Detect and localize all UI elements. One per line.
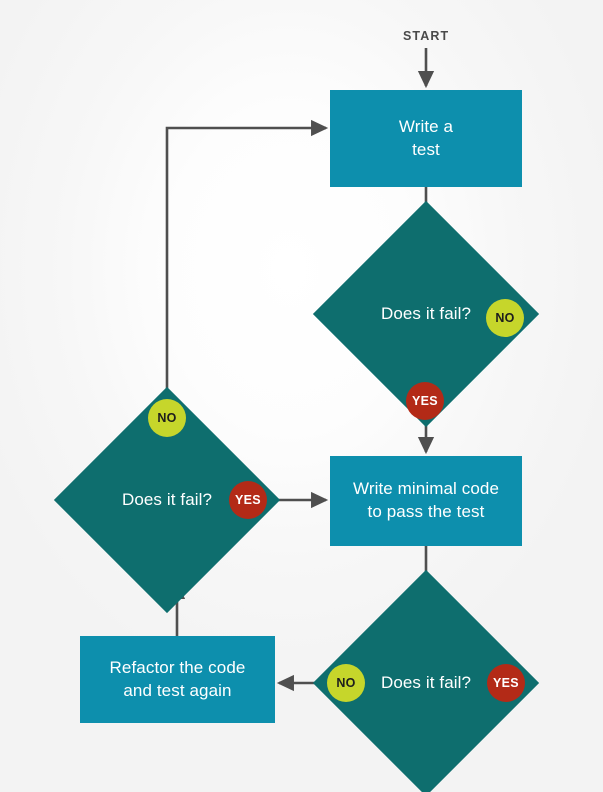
node-write-minimal-code-line-1: Write minimal code (352, 479, 500, 499)
node-write-minimal-code-line-2: to pass the test (367, 502, 485, 521)
edge-decision-2-no-to-write-test (165, 119, 329, 418)
badge-decision-3-no[interactable]: NO (327, 664, 365, 702)
node-refactor-line-1: Refactor the code (109, 657, 246, 677)
start-label: START (403, 29, 450, 43)
badge-decision-3-yes[interactable]: YES (487, 664, 525, 702)
badge-decision-1-no[interactable]: NO (486, 299, 524, 337)
node-refactor[interactable]: Refactor the code and test again (80, 636, 275, 723)
node-write-test-line-2: test (412, 139, 440, 159)
badge-decision-2-no[interactable]: NO (148, 399, 186, 437)
node-write-test-line-1: Write a (398, 116, 454, 136)
node-write-test[interactable]: Write a test (330, 90, 522, 187)
badge-decision-1-yes[interactable]: YES (406, 382, 444, 420)
node-refactor-line-2: and test again (123, 680, 232, 700)
node-write-minimal-code[interactable]: Write minimal code to pass the test (330, 456, 522, 546)
badge-decision-2-yes[interactable]: YES (229, 481, 267, 519)
